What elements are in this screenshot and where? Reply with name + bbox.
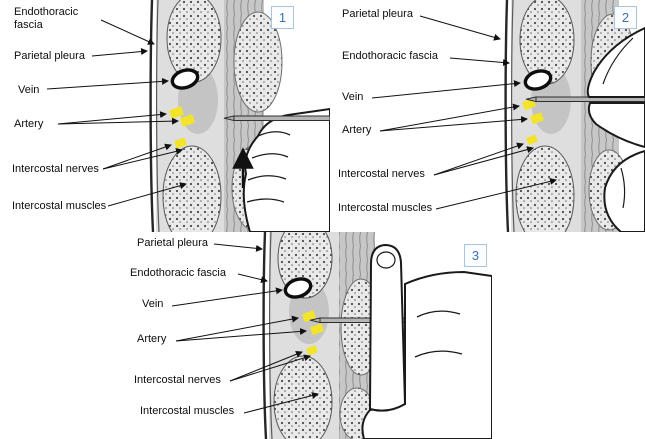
vessel-highlights bbox=[522, 98, 544, 145]
panel-2: Parietal pleura Endothoracic fascia Vein… bbox=[330, 0, 645, 232]
vein-shape bbox=[170, 68, 200, 90]
parietal-pleura-line bbox=[262, 232, 268, 439]
rib-lower bbox=[162, 145, 222, 232]
step-number-1: 1 bbox=[271, 6, 294, 29]
label-artery: Artery bbox=[342, 124, 372, 136]
rib-lower bbox=[515, 145, 575, 232]
label-parietal-pleura: Parietal pleura bbox=[342, 8, 413, 20]
label-parietal-pleura: Parietal pleura bbox=[14, 50, 85, 62]
label-endothoracic-fascia: Endothoracic fascia bbox=[342, 50, 438, 62]
label-arrows bbox=[171, 243, 319, 414]
label-endothoracic-fascia: Endothoracic fascia bbox=[130, 267, 226, 279]
label-intercostal-nerves: Intercostal nerves bbox=[12, 163, 99, 175]
label-intercostal-nerves: Intercostal nerves bbox=[134, 374, 221, 386]
anatomy-illustration-3 bbox=[171, 232, 492, 439]
label-endothoracic-fascia: Endothoracic fascia bbox=[14, 6, 79, 31]
label-intercostal-muscles: Intercostal muscles bbox=[338, 202, 433, 214]
parietal-pleura-line bbox=[504, 0, 510, 232]
hand bbox=[361, 243, 492, 439]
endothoracic-fascia-line bbox=[269, 232, 273, 439]
label-vein: Vein bbox=[142, 298, 164, 310]
label-intercostal-nerves: Intercostal nerves bbox=[338, 168, 425, 180]
hand bbox=[586, 26, 645, 232]
label-vein: Vein bbox=[342, 91, 364, 103]
label-intercostal-muscles: Intercostal muscles bbox=[12, 200, 107, 212]
vein-shape bbox=[283, 277, 313, 299]
tissue-column bbox=[262, 232, 382, 439]
endothoracic-fascia-line bbox=[511, 0, 515, 232]
label-parietal-pleura: Parietal pleura bbox=[137, 237, 208, 249]
label-artery: Artery bbox=[137, 333, 167, 345]
label-arrows bbox=[46, 19, 187, 207]
step-number-2: 2 bbox=[614, 6, 637, 29]
vein-shape bbox=[523, 69, 553, 91]
vessel-highlights bbox=[302, 310, 324, 356]
step-number-3: 3 bbox=[464, 244, 487, 267]
label-vein: Vein bbox=[18, 84, 40, 96]
label-arrows bbox=[371, 15, 557, 210]
anatomy-illustration-2 bbox=[371, 0, 645, 232]
parietal-pleura-line bbox=[149, 0, 155, 232]
label-intercostal-muscles: Intercostal muscles bbox=[140, 405, 235, 417]
anatomy-illustration-1 bbox=[46, 0, 330, 232]
vessel-highlights bbox=[169, 106, 195, 149]
panel-1: Endothoracic fascia Parietal pleura Vein… bbox=[0, 0, 330, 232]
needle bbox=[223, 115, 330, 122]
label-artery: Artery bbox=[14, 118, 44, 130]
panel-3: Parietal pleura Endothoracic fascia Vein… bbox=[112, 232, 492, 439]
